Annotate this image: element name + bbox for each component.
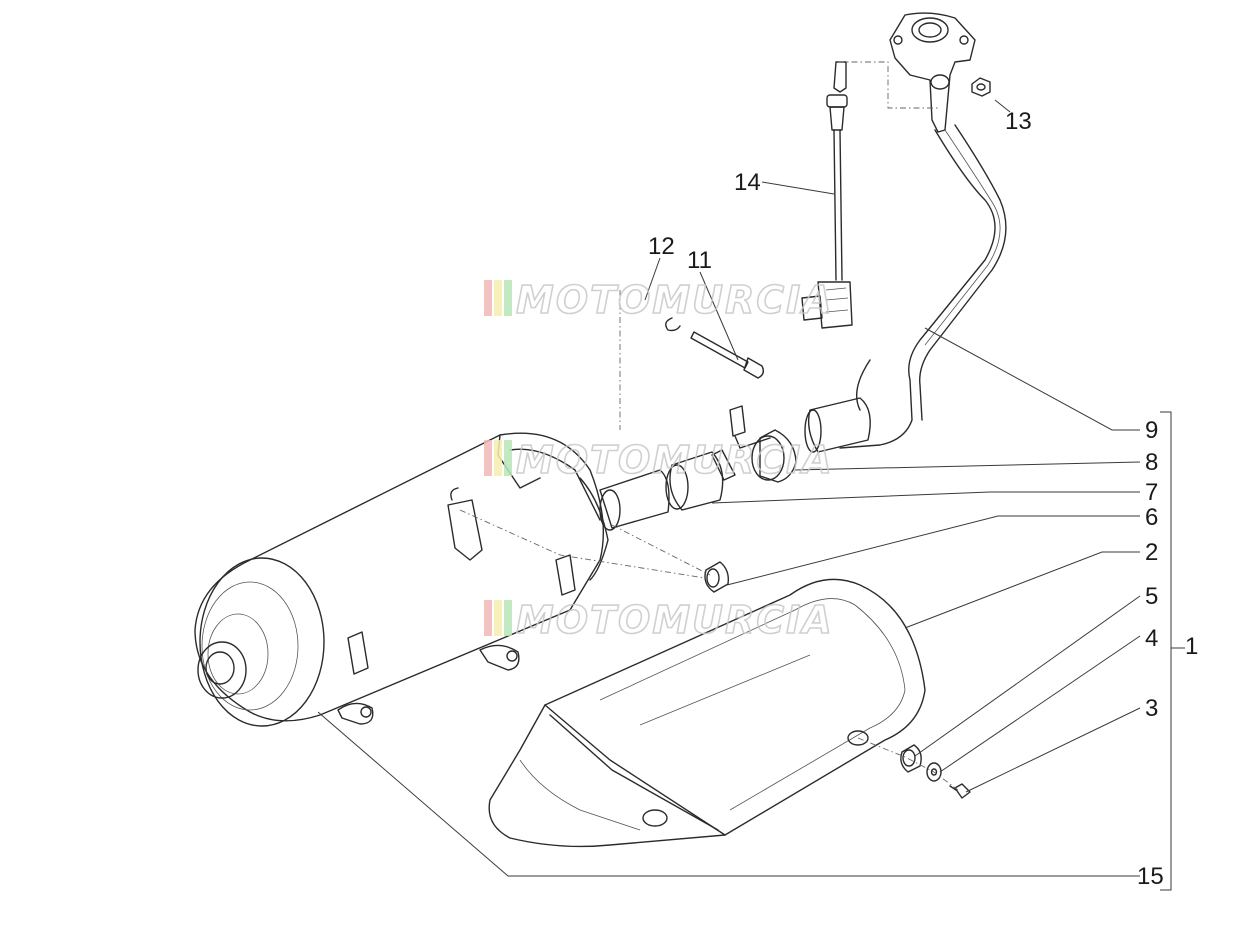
part-5-rubber <box>900 744 922 773</box>
watermark-text: MOTOMURCIA <box>516 438 834 482</box>
watermark-bottom: MOTOMURCIA <box>484 597 834 643</box>
part-13-nut <box>971 77 991 97</box>
callout-15: 15 <box>1137 863 1164 890</box>
assembly-axes <box>459 61 959 791</box>
watermark-middle: MOTOMURCIA <box>484 437 834 483</box>
watermark-text: MOTOMURCIA <box>516 278 834 322</box>
callout-6: 6 <box>1145 504 1158 531</box>
part-9-header-pipe <box>804 12 1007 453</box>
callout-11: 11 <box>687 247 712 274</box>
part-6-rubber <box>704 561 730 593</box>
callout-1: 1 <box>1185 633 1198 660</box>
part-11-bolt <box>690 331 765 379</box>
part-14-lambda-sensor <box>801 61 853 329</box>
callout-12: 12 <box>648 233 675 260</box>
callout-2: 2 <box>1145 539 1158 566</box>
watermark-top: MOTOMURCIA <box>484 277 834 323</box>
part-7-gasket <box>665 451 724 511</box>
callout-labels: 13 14 12 11 9 8 7 6 2 5 4 3 1 15 <box>648 108 1198 890</box>
part-15-silencer <box>194 432 670 727</box>
part-2-heat-shield <box>488 578 926 848</box>
callout-3: 3 <box>1145 695 1158 722</box>
callout-7: 7 <box>1145 479 1158 506</box>
callout-5: 5 <box>1145 583 1158 610</box>
part-3-screw <box>949 783 971 799</box>
leader-lines <box>317 99 1185 891</box>
part-12-circlip <box>665 317 681 332</box>
callout-9: 9 <box>1145 417 1158 444</box>
part-4-washer <box>926 762 942 782</box>
part-8-clamp <box>711 405 797 483</box>
watermark-text: MOTOMURCIA <box>516 598 834 642</box>
callout-13: 13 <box>1005 108 1032 135</box>
callout-8: 8 <box>1145 449 1158 476</box>
callout-4: 4 <box>1145 625 1158 652</box>
callout-14: 14 <box>734 169 761 196</box>
